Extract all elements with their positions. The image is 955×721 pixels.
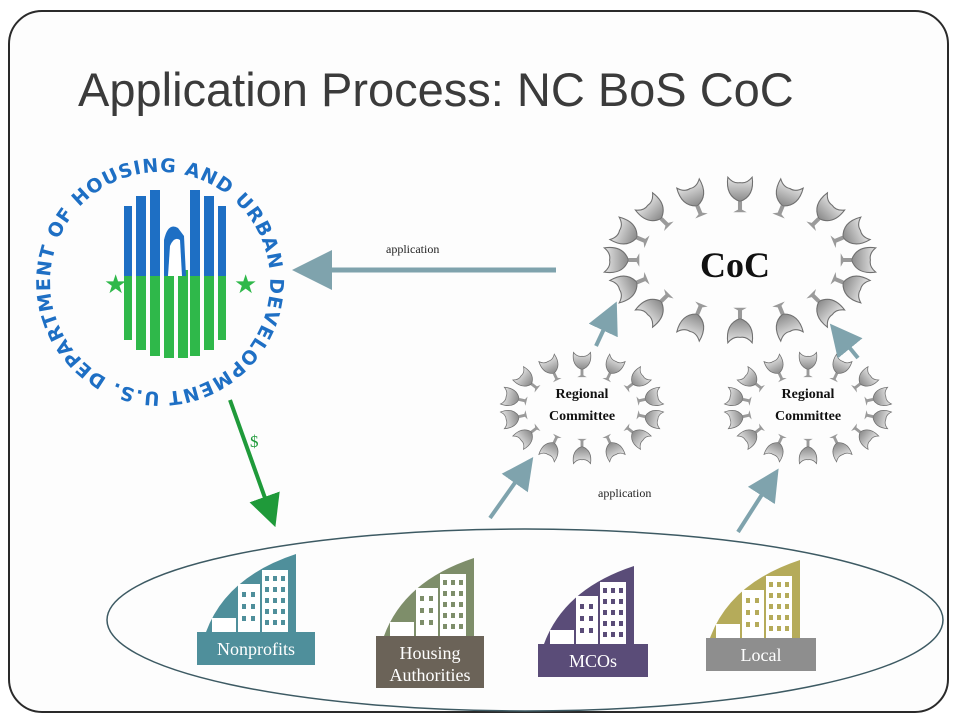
- chair-icon: [608, 216, 650, 248]
- org-housing-authorities: Housing Authorities: [376, 636, 484, 688]
- chair-icon: [830, 272, 872, 304]
- star-icon: ★: [104, 269, 127, 299]
- chair-icon: [763, 353, 787, 383]
- chair-icon: [736, 365, 765, 393]
- slide-title: Application Process: NC BoS CoC: [78, 63, 794, 116]
- funding-arrow: [228, 399, 280, 528]
- org-local: Local: [706, 638, 816, 671]
- chair-icon: [851, 423, 880, 451]
- organizations-ellipse: [106, 528, 944, 712]
- chair-icon: [851, 365, 880, 393]
- chair-icon: [634, 288, 674, 329]
- org-mcos: MCOs: [538, 644, 648, 677]
- chair-icon: [636, 410, 665, 430]
- chair-icon: [602, 433, 626, 463]
- chair-icon: [623, 423, 653, 451]
- building-icon: [384, 558, 474, 636]
- chair-icon: [499, 386, 528, 406]
- chair-icon: [723, 410, 752, 430]
- chair-icon: [602, 246, 640, 274]
- chair-icon: [608, 272, 650, 304]
- chair-icon: [572, 351, 592, 378]
- chair-icon: [726, 175, 754, 213]
- chair-icon: [538, 353, 562, 383]
- chair-icon: [840, 246, 878, 274]
- chair-icon: [675, 177, 708, 219]
- chair-icon: [798, 351, 818, 378]
- chair-icon: [538, 433, 562, 463]
- hud-seal: U.S. DEPARTMENT OF HOUSING AND URBAN DEV…: [33, 155, 286, 410]
- chair-icon: [511, 423, 541, 451]
- chair-icon: [736, 423, 765, 451]
- regional-committee-chair-ring: [723, 351, 893, 465]
- chair-icon: [723, 386, 752, 406]
- regional-committee-chair-ring: [499, 351, 665, 465]
- coc-chair-ring: [602, 175, 878, 345]
- building-icon: [544, 566, 634, 644]
- application-arrow-to-regional-2: [736, 468, 779, 534]
- chair-icon: [806, 288, 846, 329]
- chair-icon: [864, 410, 893, 430]
- chair-icon: [634, 191, 674, 232]
- regional-committee-label-2: Regional Committee: [774, 387, 842, 424]
- chair-icon: [499, 410, 528, 430]
- chair-icon: [864, 386, 893, 406]
- building-icon: [206, 554, 296, 632]
- chair-icon: [830, 216, 872, 248]
- application-arrow-to-regional-1: [488, 456, 534, 520]
- building-icon: [710, 560, 800, 638]
- money-label: $: [250, 432, 259, 451]
- coc-label: CoC: [700, 245, 770, 285]
- star-icon: ★: [234, 269, 257, 299]
- application-label-top: application: [386, 242, 440, 256]
- org-nonprofits: Nonprofits: [197, 632, 315, 665]
- chair-icon: [572, 438, 592, 465]
- chair-icon: [511, 365, 541, 393]
- hud-building-icon: [124, 190, 226, 358]
- chair-icon: [829, 353, 853, 383]
- chair-icon: [806, 191, 846, 232]
- chair-icon: [602, 353, 626, 383]
- regional-committee-label-1: Regional Committee: [548, 387, 616, 424]
- chair-icon: [763, 433, 787, 463]
- arrow-regional-2-to-coc: [829, 323, 863, 360]
- chair-icon: [798, 438, 818, 465]
- arrow-regional-1-to-coc: [588, 301, 618, 347]
- chair-icon: [675, 301, 708, 343]
- application-label-bottom: application: [598, 486, 652, 500]
- chair-icon: [726, 307, 754, 345]
- chair-icon: [623, 365, 653, 393]
- chair-icon: [636, 386, 665, 406]
- chair-icon: [772, 301, 805, 343]
- chair-icon: [829, 433, 853, 463]
- chair-icon: [772, 177, 805, 219]
